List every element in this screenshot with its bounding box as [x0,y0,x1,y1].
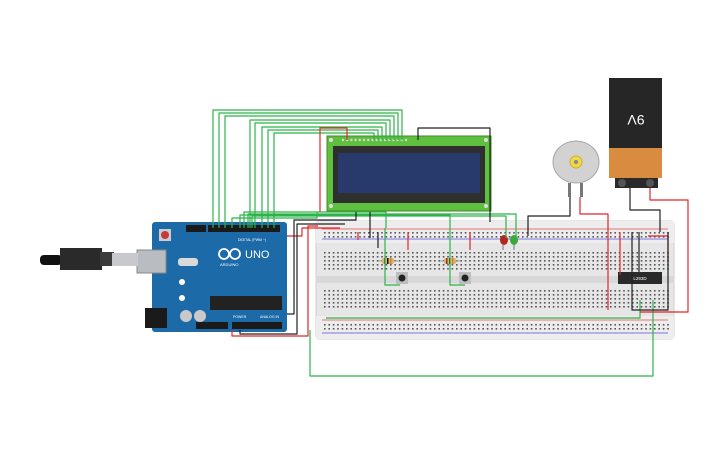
breadboard[interactable] [315,220,675,340]
arduino-board[interactable]: UNO ARDUINO DIGITAL (PWM ~) POWER ANALOG… [40,222,287,332]
analog-header [232,322,282,329]
pushbutton-2[interactable] [459,272,471,284]
digital-label: DIGITAL (PWM ~) [238,238,266,242]
motor-driver-chip[interactable]: L293D [618,272,662,284]
power-label: POWER [233,315,247,319]
reset-button[interactable] [161,231,169,239]
wires [212,109,689,377]
lcd-screen [338,153,480,193]
battery-label: 9V [627,112,645,128]
digital-header [208,225,280,232]
usb-cable [40,248,138,270]
atmega-chip [210,296,282,310]
dc-motor[interactable] [552,140,600,197]
pushbutton-1[interactable] [396,272,408,284]
usb-connector [136,249,167,274]
power-jack [145,308,167,328]
arduino-logo-icon [218,248,241,260]
arduino-model-label: UNO [245,249,270,261]
arduino-brand-label: ARDUINO [220,262,238,267]
analog-label: ANALOG IN [260,315,280,319]
battery-9v[interactable]: 9V [609,78,662,188]
breadboard-holes [324,232,669,330]
lcd-display[interactable] [326,135,492,212]
power-header [196,322,228,329]
driver-chip-label: L293D [633,276,647,281]
